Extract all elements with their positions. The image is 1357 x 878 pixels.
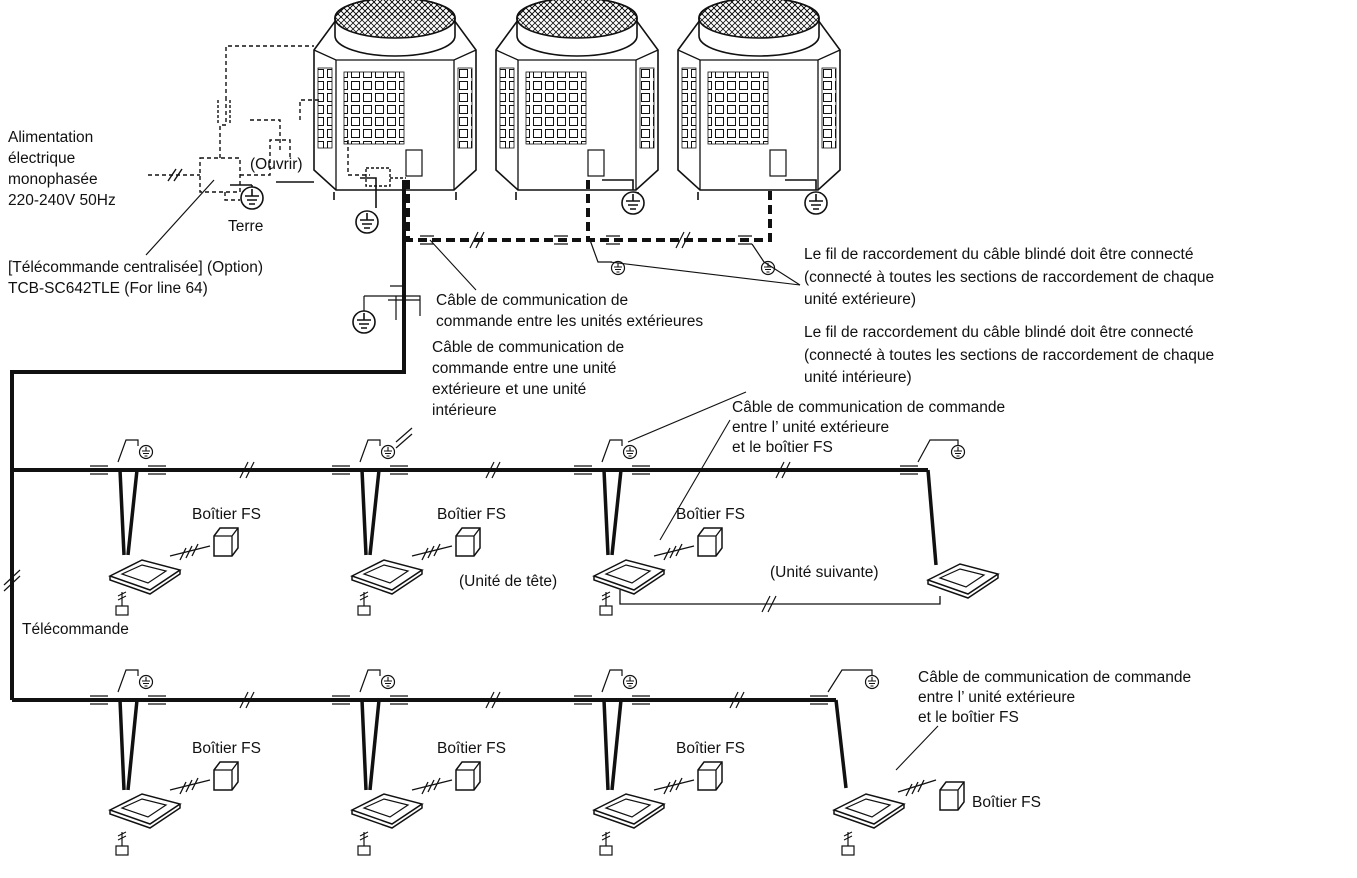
outdoor-indoor-comm-label: Câble de communication de commande entre… — [432, 339, 625, 419]
outdoor-indoor-cable — [3, 180, 420, 702]
fs-box-label-4: Boîtier FS — [192, 740, 261, 757]
outdoor-unit-2 — [495, 0, 659, 201]
earth-label: Terre — [228, 218, 264, 235]
next-unit-label: (Unité suivante) — [770, 564, 879, 581]
fs-box-label-7: Boîtier FS — [972, 794, 1041, 811]
indoor-row-1 — [90, 439, 999, 616]
fs-box-label-5: Boîtier FS — [437, 740, 506, 757]
fs-comm-label-1: Câble de communication de commande entre… — [732, 399, 1006, 456]
earth-outdoor-3-icon — [785, 179, 828, 215]
outdoor-comm-cable — [406, 180, 772, 242]
fs-box-label-3: Boîtier FS — [676, 506, 745, 523]
leader-lines — [429, 239, 939, 771]
power-supply-label: Alimentation électrique monophasée 220-2… — [8, 129, 116, 209]
earth-supply-icon — [230, 181, 314, 210]
fs-comm-label-2: Câble de communication de commande entre… — [918, 669, 1192, 726]
remote-label: Télécommande — [22, 621, 129, 638]
shield-earth-outdoor-icon — [589, 239, 776, 276]
central-remote-label: [Télécommande centralisée] (Option) TCB-… — [8, 259, 264, 297]
outdoor-comm-clamps — [420, 231, 752, 249]
head-unit-label: (Unité de tête) — [459, 573, 558, 590]
power-supply-wiring — [148, 45, 406, 201]
fs-box-label-2: Boîtier FS — [437, 506, 506, 523]
outdoor-comm-label: Câble de communication de commande entre… — [436, 292, 704, 330]
indoor-row-2 — [90, 669, 965, 856]
shield-indoor-label: Le fil de raccordement du câble blindé d… — [804, 324, 1215, 386]
outdoor-unit-3 — [677, 0, 841, 201]
trunk-earth-icon — [352, 285, 421, 334]
earth-outdoor-2-icon — [602, 179, 645, 215]
fs-box-label-6: Boîtier FS — [676, 740, 745, 757]
fs-box-label-1: Boîtier FS — [192, 506, 261, 523]
open-label: (Ouvrir) — [250, 156, 303, 173]
outdoor-unit-1 — [313, 0, 477, 201]
shield-outdoor-label: Le fil de raccordement du câble blindé d… — [804, 246, 1215, 308]
central-remote-leader — [145, 179, 215, 256]
